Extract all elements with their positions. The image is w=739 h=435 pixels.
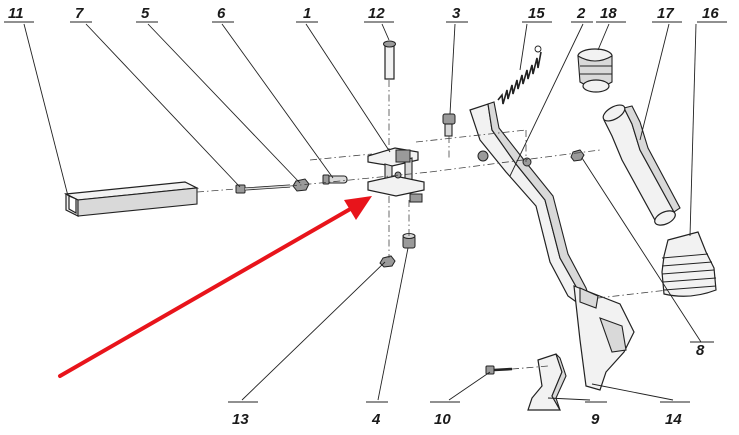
part-3-bolt xyxy=(442,113,456,137)
part-18-cap xyxy=(577,48,613,93)
callout-5: 5 xyxy=(141,5,150,22)
callout-9: 9 xyxy=(591,411,600,428)
part-15-spring xyxy=(497,45,542,105)
callout-6: 6 xyxy=(217,5,226,22)
callout-1: 1 xyxy=(303,5,311,22)
callout-4: 4 xyxy=(371,411,381,428)
assembly-center-lines xyxy=(196,80,669,370)
part-1-bracket xyxy=(367,147,425,203)
callout-labels: 11 7 5 6 1 12 3 15 2 18 17 16 8 13 4 10 … xyxy=(4,5,727,428)
part-17-handle-tube xyxy=(602,104,681,226)
callout-8: 8 xyxy=(696,342,705,359)
leader-lines xyxy=(23,23,702,401)
part-8-nut xyxy=(570,149,585,162)
part-11-square-tube xyxy=(63,181,200,217)
callout-15: 15 xyxy=(528,5,545,22)
part-12-pin xyxy=(383,40,396,80)
callout-11: 11 xyxy=(8,5,24,22)
callout-7: 7 xyxy=(75,5,84,22)
part-7-bolt xyxy=(235,184,291,194)
callout-18: 18 xyxy=(600,5,617,22)
highlight-arrow xyxy=(58,196,372,378)
callout-13: 13 xyxy=(232,411,249,428)
part-13-nut xyxy=(379,255,396,268)
callout-14: 14 xyxy=(665,411,682,428)
callout-17: 17 xyxy=(657,5,674,22)
callout-16: 16 xyxy=(702,5,719,22)
part-14-plate xyxy=(573,285,635,391)
part-10-bolt xyxy=(485,365,513,375)
part-16-bellows-boot xyxy=(661,231,717,297)
callout-2: 2 xyxy=(576,5,586,22)
callout-10: 10 xyxy=(434,411,451,428)
callout-3: 3 xyxy=(452,5,461,22)
part-6-pin xyxy=(322,174,348,185)
callout-12: 12 xyxy=(368,5,385,22)
part-2-lever xyxy=(469,101,592,307)
part-9-pedal xyxy=(527,353,567,411)
